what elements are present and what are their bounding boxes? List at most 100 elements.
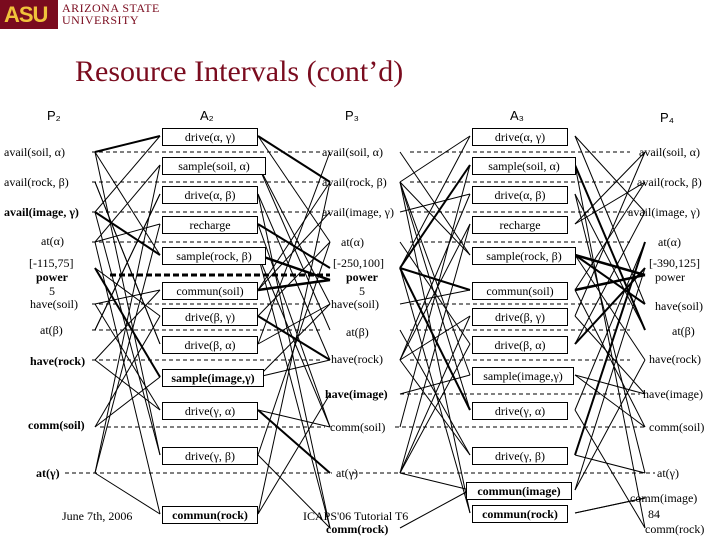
edge-61 bbox=[94, 211, 161, 456]
edge-107 bbox=[574, 241, 646, 411]
a2-drive-alpha-beta: drive(α, β) bbox=[162, 186, 258, 204]
p4-avail-rock: avail(rock, β) bbox=[637, 175, 702, 189]
edge-68 bbox=[399, 135, 471, 183]
p3-power: power bbox=[346, 270, 378, 284]
edge-105 bbox=[399, 181, 471, 411]
a2-sample-image: sample(image,γ) bbox=[162, 369, 264, 387]
edge-112 bbox=[399, 472, 471, 491]
edge-59 bbox=[257, 409, 331, 428]
p4-avail-soil: avail(soil, α) bbox=[639, 145, 700, 159]
edge-41 bbox=[94, 289, 161, 361]
edge-22 bbox=[257, 135, 331, 183]
p3-avail-soil: avail(soil, α) bbox=[322, 145, 383, 159]
p3-at-alpha: at(α) bbox=[341, 235, 364, 249]
edge-82 bbox=[574, 181, 646, 225]
p3-footer-tutorial: ICAPS'06 Tutorial T6 bbox=[303, 509, 409, 523]
edge-40 bbox=[94, 289, 161, 305]
edge-97 bbox=[399, 241, 471, 345]
edge-56 bbox=[94, 359, 161, 411]
p3-have-soil: have(soil) bbox=[331, 297, 379, 311]
edge-96 bbox=[399, 343, 471, 474]
edge-72 bbox=[399, 164, 471, 269]
edge-20 bbox=[94, 135, 161, 153]
a2-drive-alpha-gamma: drive(α, γ) bbox=[162, 128, 258, 146]
edge-64 bbox=[94, 241, 161, 515]
edge-37 bbox=[94, 151, 161, 256]
asu-logo-letters: ASU bbox=[4, 2, 48, 27]
a3-sample-soil: sample(soil, α) bbox=[472, 157, 576, 175]
edge-44 bbox=[94, 315, 161, 428]
p3-power-value: 5 bbox=[359, 284, 365, 298]
p2-power-interval: [-115,75] bbox=[29, 256, 74, 270]
edge-99 bbox=[574, 211, 646, 345]
p3-comm-rock: comm(rock) bbox=[326, 522, 389, 536]
footer-date: June 7th, 2006 bbox=[62, 509, 133, 523]
edge-66 bbox=[257, 393, 331, 515]
p4-at-gamma: at(γ) bbox=[657, 466, 679, 480]
column-header-p2: P₂ bbox=[47, 108, 61, 123]
edge-55 bbox=[257, 359, 331, 378]
edge-111 bbox=[574, 454, 646, 474]
p4-comm-image: comm(image) bbox=[630, 491, 698, 505]
edge-49 bbox=[94, 181, 161, 345]
p4-have-soil: have(soil) bbox=[655, 299, 703, 313]
p3-avail-rock: avail(rock, β) bbox=[322, 175, 387, 189]
university-name-line1: Arizona State bbox=[62, 1, 160, 15]
edge-47 bbox=[257, 241, 331, 317]
edge-42 bbox=[257, 211, 331, 291]
edge-50 bbox=[257, 151, 331, 345]
p3-at-beta: at(β) bbox=[346, 325, 369, 339]
edge-81 bbox=[399, 223, 471, 361]
edge-30 bbox=[257, 193, 331, 529]
p4-have-image: have(image) bbox=[643, 387, 703, 401]
edge-69 bbox=[399, 135, 471, 269]
edge-103 bbox=[574, 374, 646, 428]
edge-114 bbox=[574, 359, 646, 491]
a3-commun-rock: commun(rock) bbox=[472, 505, 568, 523]
a3-drive-beta-alpha: drive(β, α) bbox=[472, 336, 568, 354]
edge-74 bbox=[574, 164, 646, 331]
a3-drive-alpha-beta: drive(α, β) bbox=[472, 186, 568, 204]
p2-at-gamma: at(γ) bbox=[36, 466, 60, 480]
edge-122 bbox=[574, 253, 646, 277]
edge-121 bbox=[257, 278, 331, 292]
a2-commun-soil: commun(soil) bbox=[162, 282, 258, 300]
a3-drive-beta-gamma: drive(β, γ) bbox=[472, 308, 568, 326]
edge-83 bbox=[574, 151, 646, 225]
edge-51 bbox=[257, 303, 331, 345]
p3-at-gamma: at(γ) bbox=[336, 466, 358, 480]
edge-39 bbox=[257, 254, 331, 529]
p4-at-alpha: at(α) bbox=[658, 235, 681, 249]
edge-109 bbox=[399, 329, 471, 456]
p3-avail-image: avail(image, γ) bbox=[322, 205, 394, 219]
edge-31 bbox=[257, 193, 331, 361]
edge-70 bbox=[574, 135, 646, 213]
a3-commun-image: commun(image) bbox=[466, 482, 572, 500]
a3-drive-gamma-alpha: drive(γ, α) bbox=[472, 402, 568, 420]
edge-115 bbox=[574, 267, 646, 491]
edge-36 bbox=[94, 211, 161, 256]
p4-avail-image: avail(image, γ) bbox=[628, 205, 700, 219]
p2-avail-soil: avail(soil, α) bbox=[4, 145, 65, 159]
column-header-p4: P₄ bbox=[660, 110, 674, 125]
edge-76 bbox=[399, 193, 471, 361]
edge-106 bbox=[574, 409, 646, 529]
a2-drive-beta-gamma: drive(β, γ) bbox=[162, 308, 258, 326]
asu-logo: ASU bbox=[0, 0, 58, 29]
edge-91 bbox=[574, 181, 646, 291]
edge-101 bbox=[399, 374, 471, 395]
edge-104 bbox=[399, 267, 471, 411]
column-header-p3: P₃ bbox=[345, 108, 359, 123]
edge-27 bbox=[257, 164, 331, 305]
university-name: Arizona State University bbox=[62, 2, 160, 26]
a3-sample-rock: sample(rock, β) bbox=[472, 247, 576, 265]
p4-comm-soil: comm(soil) bbox=[649, 420, 705, 434]
edge-53 bbox=[94, 376, 161, 428]
p4-page-number: 84 bbox=[648, 507, 660, 521]
edge-113 bbox=[399, 489, 471, 529]
edge-102 bbox=[574, 374, 646, 395]
a2-drive-beta-alpha: drive(β, α) bbox=[162, 336, 258, 354]
p2-power-value: 5 bbox=[49, 284, 55, 298]
p2-have-rock: have(rock) bbox=[30, 354, 86, 368]
p2-at-beta: at(β) bbox=[40, 323, 63, 337]
